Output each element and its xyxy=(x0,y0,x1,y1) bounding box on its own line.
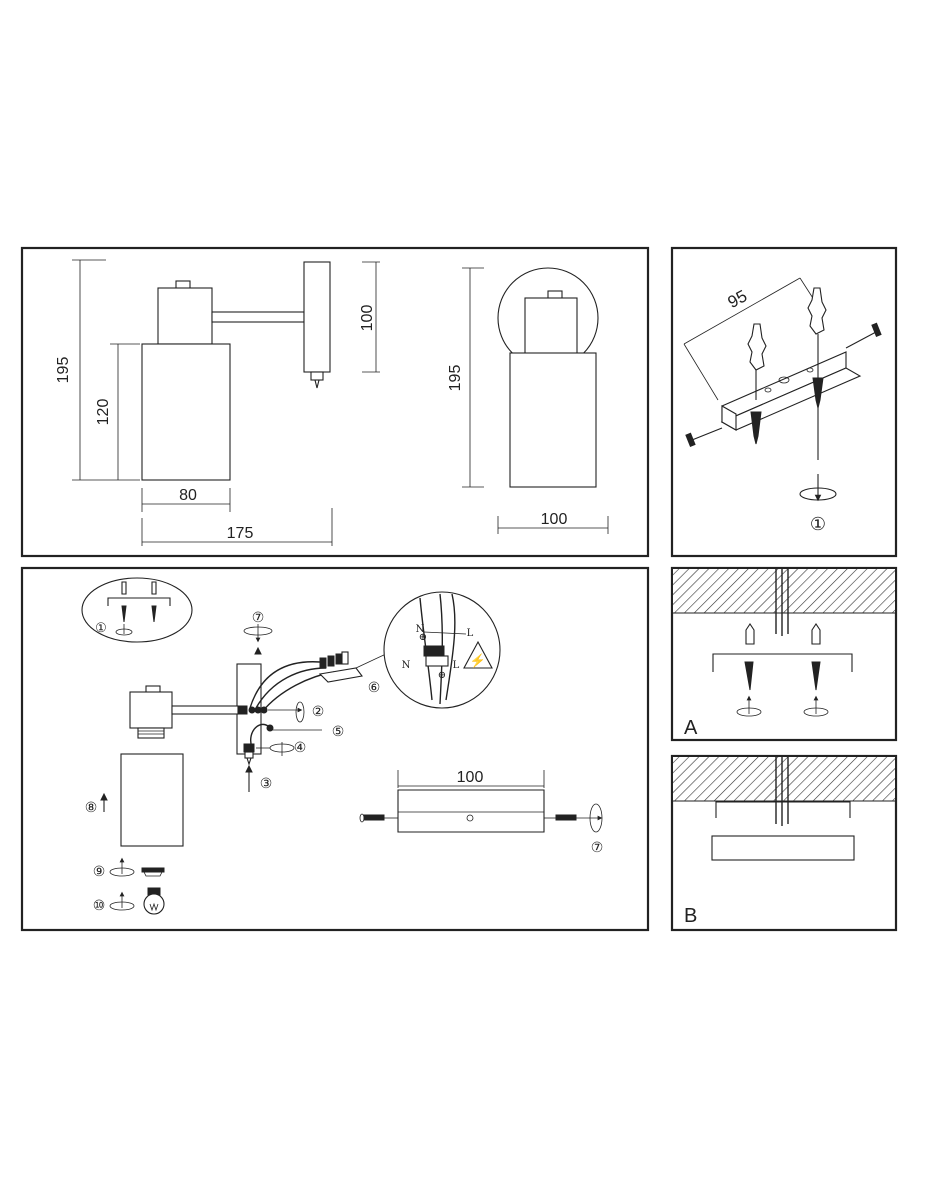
bubble-neutral-label-2: N xyxy=(402,660,411,671)
step3-label: ③ xyxy=(260,775,273,791)
front-height-label: 195 xyxy=(447,365,464,392)
variant-a-plug-left xyxy=(745,623,755,645)
wall-plug-right xyxy=(807,287,827,460)
step5-label: ⑤ xyxy=(332,723,345,739)
shade-height-label: 120 xyxy=(95,399,112,426)
variant-a-cables xyxy=(775,568,789,636)
shade-width-dimension: 80 xyxy=(141,487,231,512)
wall-plug-left xyxy=(747,323,767,445)
variant-a-frame xyxy=(670,566,898,742)
step9-label: ⑨ xyxy=(93,863,106,879)
variant-a-wall-hatch xyxy=(673,569,895,613)
bubble-neutral-label-1: N xyxy=(416,624,425,635)
front-width-dimension: 100 xyxy=(497,511,609,534)
warning-symbol: ⚡ xyxy=(470,653,486,669)
lamp-shade xyxy=(120,753,184,847)
step2-label: ② xyxy=(312,703,325,719)
variant-a-screw-right xyxy=(811,661,821,691)
bracket-step-label: ① xyxy=(810,514,826,534)
socket-fitting xyxy=(243,742,295,766)
dimensions-panel-frame xyxy=(20,246,650,558)
shade-ring-icon xyxy=(141,867,165,877)
variant-b-wall-hatch xyxy=(673,757,895,801)
backplate-top-view: 100 xyxy=(397,769,545,833)
shade-height-dimension: 120 xyxy=(95,343,140,480)
front-width-label: 100 xyxy=(541,511,568,528)
terminal-block xyxy=(318,651,387,683)
variant-a-bracket xyxy=(712,653,853,672)
side-view-lamp xyxy=(141,261,331,481)
bubble-ground-symbol-2: ⊕ xyxy=(438,670,446,681)
depth-label: 175 xyxy=(227,525,254,542)
variant-b-backplate xyxy=(711,835,855,861)
warning-triangle-icon: ⚡ xyxy=(463,640,493,669)
ceiling-variant-b-panel: B xyxy=(670,754,898,932)
bubble-live-label-1: L xyxy=(467,628,474,639)
step7-side-label: ⑦ xyxy=(591,839,604,855)
step8-label: ⑧ xyxy=(85,799,98,815)
ceiling-variant-a-panel: A xyxy=(670,566,898,742)
step10-label: ⑩ xyxy=(93,897,106,913)
bubble-ground-symbol-1: ⊕ xyxy=(419,632,427,643)
variant-a-plug-right xyxy=(811,623,821,645)
front-height-dimension: 195 xyxy=(447,267,484,488)
bracket-panel: 95 ① xyxy=(670,246,898,558)
variant-b-frame xyxy=(670,754,898,932)
step6-label: ⑥ xyxy=(368,679,381,695)
assembly-lamp-body xyxy=(129,663,305,755)
variant-b-cables xyxy=(775,756,789,826)
variant-b-bracket xyxy=(715,801,851,818)
variant-a-rotate-right-icon xyxy=(803,695,829,717)
shade-width-label: 80 xyxy=(179,487,197,504)
variant-a-label: A xyxy=(684,717,698,739)
backplate-height-label: 100 xyxy=(359,305,376,332)
bracket-panel-frame xyxy=(670,246,898,558)
front-view-lamp xyxy=(497,267,599,488)
variant-a-rotate-left-icon xyxy=(736,695,762,717)
mounting-bracket xyxy=(720,351,862,431)
step3-arrow-icon xyxy=(245,764,253,792)
light-bulb-icon xyxy=(143,887,165,915)
assembly-panel: ① ⑦ ② xyxy=(20,566,650,932)
variant-a-screw-left xyxy=(744,661,754,691)
backplate-screw-right xyxy=(544,803,603,833)
backplate-screw-left xyxy=(359,813,398,823)
depth-dimension: 175 xyxy=(141,508,333,546)
step10-rotate-icon xyxy=(109,891,135,911)
side-screw-left xyxy=(685,427,723,447)
side-height-dimension: 195 xyxy=(55,259,140,481)
variant-b-label: B xyxy=(684,905,697,927)
assembly-panel-frame xyxy=(20,566,650,932)
step8-arrow-icon xyxy=(100,792,108,812)
step4-label: ④ xyxy=(294,739,307,755)
step7-top-rotate-icon: ⑦ xyxy=(243,609,273,655)
backplate-length-label: 100 xyxy=(457,769,484,786)
side-screw-right xyxy=(845,322,882,349)
wiring-detail-bubble: N L ⊕ N L ⊕ ⚡ xyxy=(383,591,501,709)
side-height-label: 195 xyxy=(55,357,72,384)
step9-rotate-icon xyxy=(109,857,135,877)
backplate-height-dimension: 100 xyxy=(359,261,380,373)
mounting-bubble: ① xyxy=(81,577,193,643)
bubble-step-label: ① xyxy=(95,620,107,635)
bubble-live-label-2: L xyxy=(453,660,460,671)
step7-top-label: ⑦ xyxy=(252,609,265,625)
rotate-arrow-icon xyxy=(799,474,837,502)
dimensions-panel: 195 120 80 175 100 xyxy=(20,246,650,558)
